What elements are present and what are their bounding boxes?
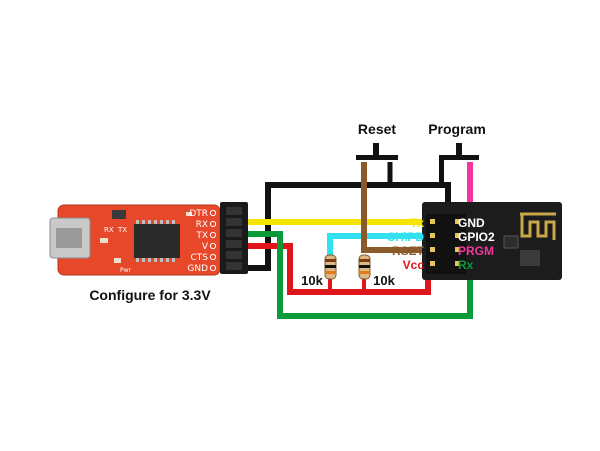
ftdi-pin-dtr: DTR xyxy=(189,209,208,219)
antenna-trace xyxy=(520,212,556,240)
esp-pin-rset: RSET xyxy=(392,244,425,258)
ftdi-pin-cts: CTS xyxy=(191,253,209,263)
esp-pin-prgm: PRGM xyxy=(458,244,494,258)
esp-pin-tx: Tx xyxy=(410,216,424,230)
program-button: Program xyxy=(428,121,486,185)
esp-pin-gpio2: GPIO2 xyxy=(458,230,495,244)
ftdi-rx-led-label: RX xyxy=(104,226,114,234)
resistor-left-label: 10k xyxy=(301,273,323,288)
esp-pin-gnd: GND xyxy=(458,216,485,230)
wire-green-rx xyxy=(246,231,473,319)
reset-button-label: Reset xyxy=(358,121,396,137)
resistor-right: 10k xyxy=(358,254,396,288)
ftdi-pin-tx: TX xyxy=(195,231,208,241)
ftdi-caption: Configure for 3.3V xyxy=(89,287,211,303)
wire-black-gnd xyxy=(248,182,451,271)
esp01-module: Tx CH\PD RSET Vcc GND GPIO2 PRGM Rx xyxy=(387,202,562,280)
ftdi-board: RX TX Pwr DTR RX TX V CTS GND Configure … xyxy=(49,202,248,303)
esp-pin-rx: Rx xyxy=(458,258,474,272)
ftdi-pin-v: V xyxy=(202,242,209,252)
esp-pin-chpd: CH\PD xyxy=(387,230,425,244)
wire-cyan-chpd xyxy=(327,233,430,258)
ftdi-chip xyxy=(134,224,180,258)
resistor-left: 10k xyxy=(301,254,337,288)
ftdi-pwr-label: Pwr xyxy=(120,267,132,274)
ftdi-pin-gnd: GND xyxy=(187,264,208,274)
ftdi-pin-rx: RX xyxy=(196,220,208,230)
wire-brown-reset xyxy=(361,162,430,253)
esp01-pin-header xyxy=(426,214,466,274)
esp-pin-vcc: Vcc xyxy=(403,258,425,272)
reset-button: Reset xyxy=(356,121,398,160)
ftdi-pin-labels: DTR RX TX V CTS GND xyxy=(187,209,208,274)
ftdi-tx-led-label: TX xyxy=(117,226,127,234)
resistor-right-label: 10k xyxy=(373,273,395,288)
wire-red-vcc xyxy=(246,243,431,295)
program-button-label: Program xyxy=(428,121,486,137)
